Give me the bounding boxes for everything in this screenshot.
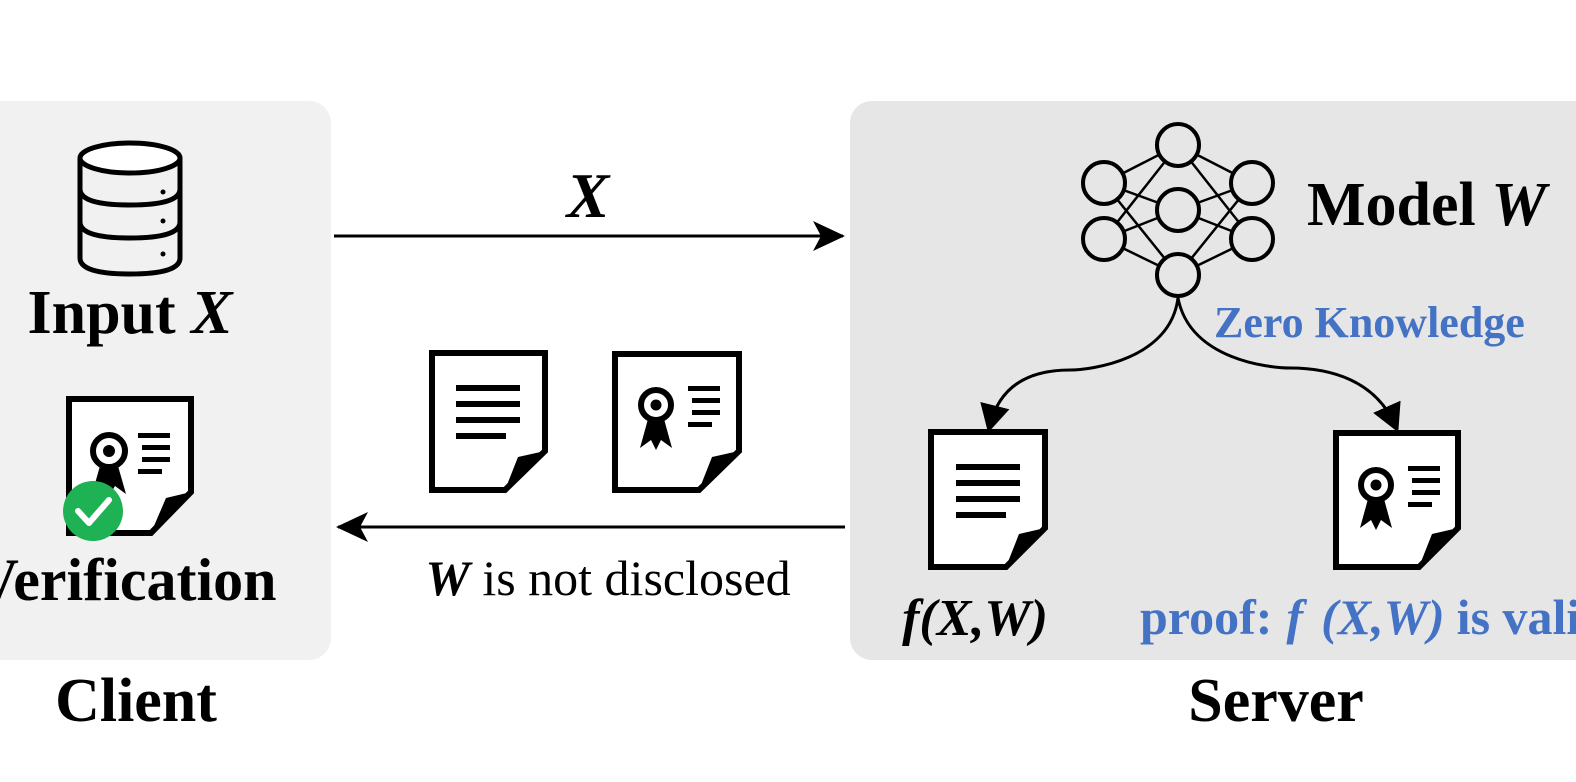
- output-document-icon: [429, 350, 548, 493]
- model-label: Model W: [1307, 171, 1550, 239]
- check-badge-icon: [63, 481, 123, 541]
- response-label: W is not disclosed: [425, 550, 790, 606]
- neural-network-icon: [1081, 122, 1275, 298]
- proof-certificate-icon: [612, 351, 742, 493]
- client-caption: Client: [55, 667, 217, 735]
- server-output-document-icon: [928, 429, 1048, 570]
- proof-label: proof:f(X,W)is valid: [1140, 589, 1576, 645]
- proof-branch-arrow: [1176, 297, 1401, 433]
- zero-knowledge-label: Zero Knowledge: [1214, 298, 1525, 347]
- server-proof-certificate-icon: [1333, 430, 1461, 570]
- verification-label: Verification: [0, 547, 277, 613]
- server-caption: Server: [1188, 667, 1364, 735]
- request-label: X: [565, 160, 611, 231]
- input-label: Input X: [27, 279, 234, 347]
- output-branch-arrow: [980, 297, 1180, 433]
- output-label: f(X,W): [902, 590, 1048, 647]
- database-icon: [77, 140, 183, 277]
